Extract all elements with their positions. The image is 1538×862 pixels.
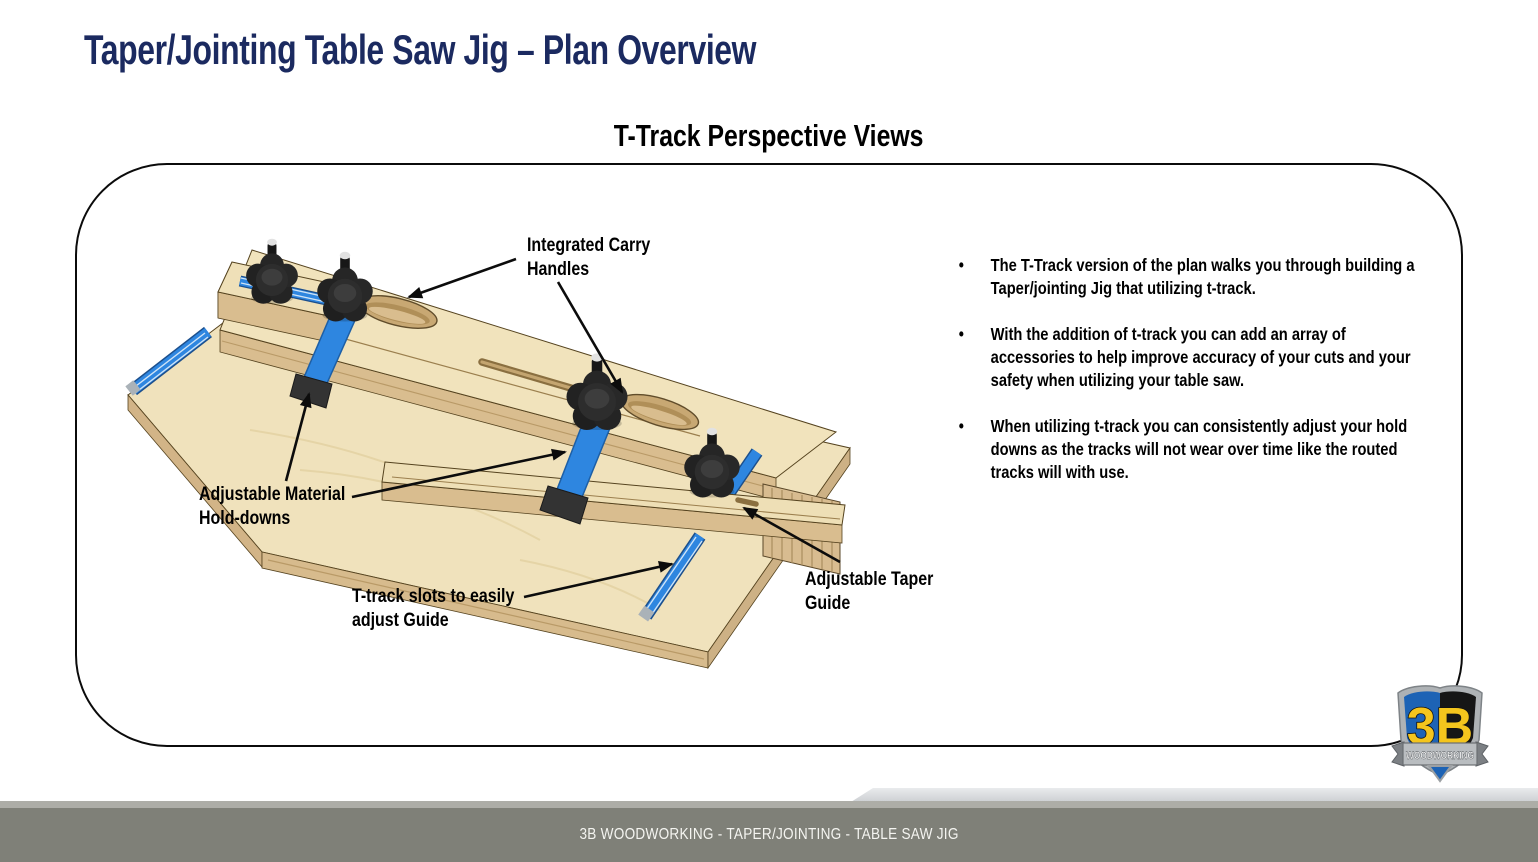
company-logo: 3B WOODWORKING <box>1391 685 1489 783</box>
footer-divider-strip <box>0 801 1538 808</box>
arrow-hold-down-2 <box>351 448 567 499</box>
bullet-list: The T-Track version of the plan walks yo… <box>952 254 1422 507</box>
section-subtitle: T-Track Perspective Views <box>0 118 1538 154</box>
footer-bar <box>0 808 1538 862</box>
section-subtitle-text: T-Track Perspective Views <box>614 118 924 153</box>
left-t-track <box>125 326 212 396</box>
label-taper-guide: Adjustable Taper Guide <box>805 569 934 614</box>
logo-shield-tip <box>1427 765 1453 783</box>
arrow-carry-handle-1 <box>407 257 517 299</box>
page-title-text: Taper/Jointing Table Saw Jig – Plan Over… <box>84 26 757 73</box>
label-t-track-slots: T-track slots to easily adjust Guide <box>352 586 515 631</box>
bullet-item: With the addition of t-track you can add… <box>952 323 1422 392</box>
arrow-taper-guide <box>742 506 841 564</box>
hold-down-clamp-2 <box>539 353 628 525</box>
label-carry-handles: Integrated Carry Handles <box>527 235 651 280</box>
arrow-carry-handle-2 <box>556 281 624 394</box>
logo-banner: WOODWORKING <box>1391 741 1489 767</box>
fence-knob <box>246 238 298 304</box>
bullet-item: When utilizing t-track you can consisten… <box>952 415 1422 484</box>
label-hold-downs: Adjustable Material Hold-downs <box>199 484 346 529</box>
fence-rail <box>219 249 838 501</box>
taper-guide-rail <box>381 461 846 544</box>
content-frame-border <box>75 163 1463 747</box>
arrow-hold-down-1 <box>284 392 312 482</box>
annotation-arrows <box>284 257 841 599</box>
page-title: Taper/Jointing Table Saw Jig – Plan Over… <box>84 26 968 74</box>
footer-text: 3B WOODWORKING - TAPER/JOINTING - TABLE … <box>579 826 959 843</box>
logo-banner-text: WOODWORKING <box>1406 750 1474 762</box>
arrow-t-track <box>523 560 674 599</box>
bullet-item: The T-Track version of the plan walks yo… <box>952 254 1422 300</box>
